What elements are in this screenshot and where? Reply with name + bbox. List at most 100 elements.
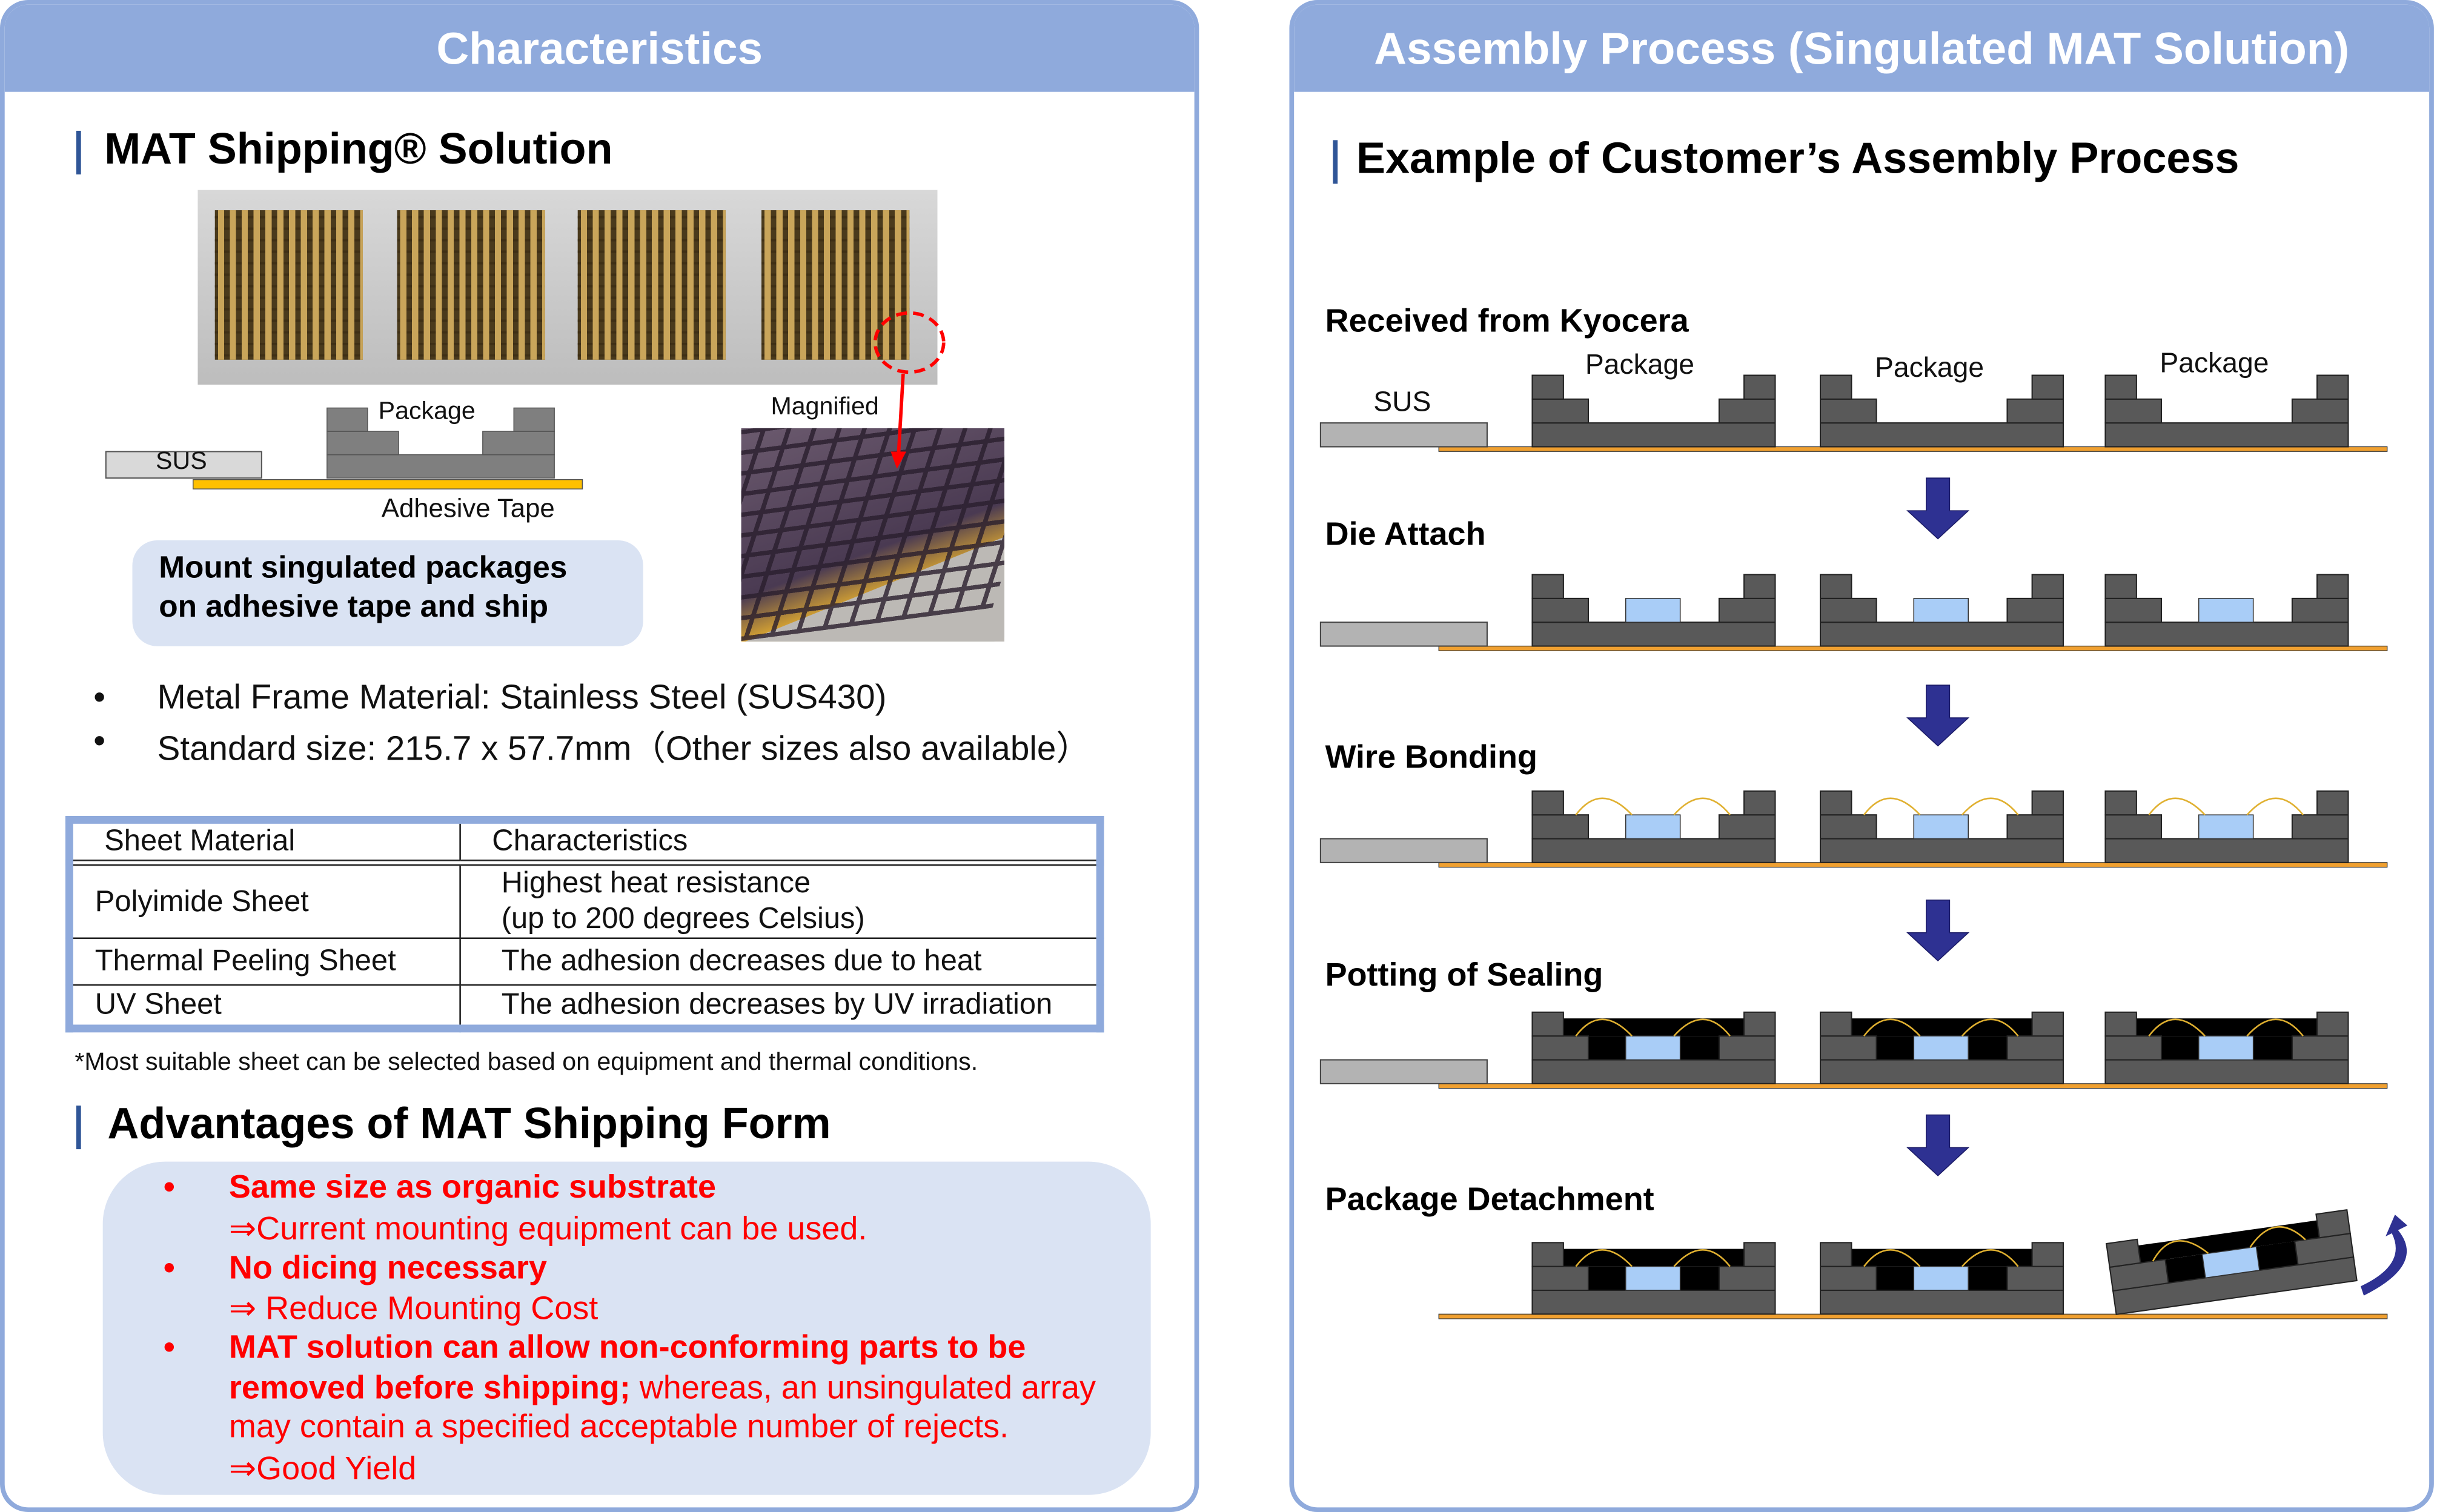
package-base (1531, 1059, 1776, 1084)
sus-label: SUS (1373, 386, 1431, 417)
step-label-detachment: Package Detachment (1325, 1182, 1654, 1218)
package-step (2006, 597, 2064, 623)
package-step (2291, 814, 2349, 840)
sus-frame (1319, 622, 1488, 647)
die (2198, 598, 2254, 623)
bond-wire (1673, 1018, 1731, 1037)
advantage-detail: ⇒ Reduce Mounting Cost (228, 1291, 598, 1327)
magnified-label: Magnified (771, 394, 879, 421)
bullet-dot: • (163, 1330, 175, 1366)
adhesive-tape (192, 479, 583, 489)
package-wall (2316, 1011, 2349, 1037)
section-heading-advantages: Advantages of MAT Shipping Form (107, 1099, 831, 1148)
cell-material: UV Sheet (68, 984, 461, 1030)
package-wall (2316, 574, 2349, 599)
bond-wire (1673, 1249, 1731, 1267)
bond-wire (1961, 1249, 2019, 1267)
die (1913, 598, 1969, 623)
package-base (1531, 1289, 1776, 1315)
potting-resin (2138, 1220, 2319, 1263)
package (1820, 1242, 2064, 1315)
bond-wire (2246, 797, 2304, 816)
package-step (1531, 398, 1590, 424)
package-wall (2106, 1238, 2141, 1268)
package-wall (1743, 1011, 1776, 1037)
step-label-received: Received from Kyocera (1325, 303, 1689, 340)
mat-frame-photo (197, 190, 938, 385)
package-wall (1743, 790, 1776, 816)
bullet-frame-material: Metal Frame Material: Stainless Steel (S… (157, 677, 887, 717)
advantage-detail: ⇒Good Yield (228, 1451, 417, 1487)
sus-label: SUS (156, 448, 207, 476)
advantages-box (102, 1161, 1151, 1495)
die (1625, 598, 1681, 623)
package-wall (2031, 790, 2064, 816)
cell-material: Polyimide Sheet (68, 861, 461, 940)
package-base (1820, 422, 2064, 448)
panel-title: Characteristics (4, 4, 1195, 92)
package-shape (327, 407, 555, 479)
package (1820, 574, 2064, 647)
package-wall (1531, 574, 1564, 599)
bond-wire (1961, 1018, 2019, 1037)
adhesive-tape-label: Adhesive Tape (381, 493, 555, 523)
bond-wire (1575, 1249, 1633, 1267)
package-wall (2031, 374, 2064, 400)
down-arrow-icon (1906, 685, 1970, 747)
shipping-callout: Mount singulated packages on adhesive ta… (132, 540, 643, 646)
die (2198, 814, 2254, 840)
package-step (1718, 1035, 1776, 1061)
cell-characteristics: Highest heat resistance (up to 200 degre… (459, 861, 1101, 940)
package-step (1820, 1265, 1877, 1292)
package-label: Package (1875, 351, 1984, 383)
package-label: Package (1585, 348, 1694, 380)
sus-frame (1319, 1059, 1488, 1084)
die (1913, 1265, 1969, 1291)
package-step (2291, 1035, 2349, 1061)
package-step (1718, 1265, 1776, 1292)
potting-resin (1563, 1018, 1745, 1036)
magnify-arrow (897, 373, 905, 455)
package-wall (1531, 1242, 1564, 1267)
cell-line: Highest heat resistance (501, 867, 811, 900)
step-label-potting: Potting of Sealing (1325, 957, 1603, 994)
package (2104, 374, 2349, 448)
package (2104, 790, 2349, 863)
bullet-dot: • (163, 1250, 175, 1287)
package-step (2104, 597, 2163, 623)
package-step (2006, 398, 2064, 424)
package-step (2006, 1035, 2064, 1061)
package-step (1718, 597, 1776, 623)
package-step (1820, 1035, 1877, 1061)
package-wall (2104, 574, 2137, 599)
package-base (1820, 1059, 2064, 1084)
potting-resin (1851, 1018, 2032, 1036)
package-wall (2316, 790, 2349, 816)
table-row: Thermal Peeling Sheet The adhesion decre… (68, 937, 1101, 986)
die (2198, 1035, 2254, 1061)
package-base (2104, 622, 2349, 647)
package-step (1531, 1035, 1590, 1061)
header-sheet-material: Sheet Material (68, 819, 461, 866)
step-label-die-attach: Die Attach (1325, 517, 1486, 553)
package (1820, 374, 2064, 448)
package-wall (2315, 1209, 2351, 1239)
bond-wire (2246, 1018, 2304, 1037)
down-arrow-icon (1906, 477, 1970, 540)
package-step (2291, 597, 2349, 623)
package-base (1820, 838, 2064, 863)
callout-line: on adhesive tape and ship (159, 590, 549, 625)
panel-title: Assembly Process (Singulated MAT Solutio… (1294, 4, 2430, 92)
package (2104, 574, 2349, 647)
sus-frame (1319, 838, 1488, 863)
package-wall (1531, 374, 1564, 400)
package-label: Package (378, 399, 476, 425)
cell-characteristics: The adhesion decreases due to heat (459, 937, 1101, 986)
package-step (2104, 1035, 2163, 1061)
adhesive-tape (1438, 446, 2388, 452)
potting-resin (1563, 1248, 1745, 1267)
package-label: Package (2160, 347, 2269, 379)
sheet-material-table: Sheet Material Characteristics Polyimide… (65, 815, 1104, 1033)
cell-line: (up to 200 degrees Celsius) (501, 903, 865, 936)
package-step (2104, 814, 2163, 840)
